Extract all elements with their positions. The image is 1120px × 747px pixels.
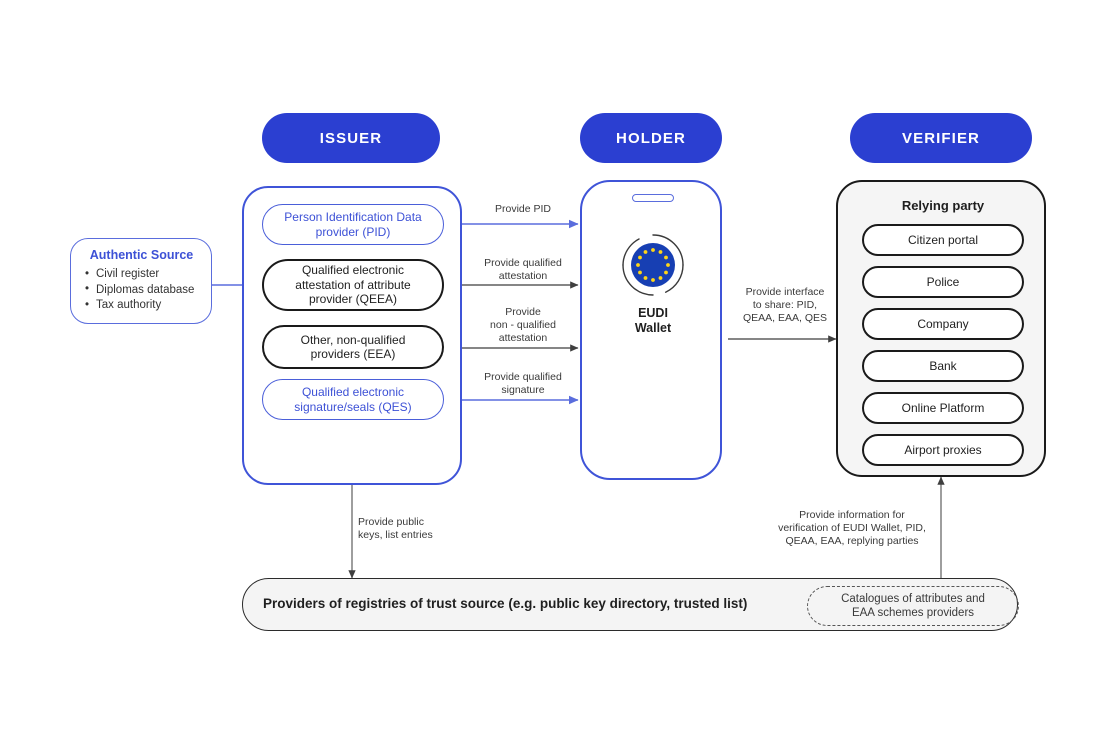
edge-label-line1: Provide qualified [484,257,562,269]
verifier-item-online-platform[interactable]: Online Platform [862,392,1024,424]
issuer-item-pid-line2: provider (PID) [315,224,391,239]
catalogues-line2: EAA schemes providers [851,607,975,619]
issuer-item-qeea-line3: provider (QEEA) [308,292,398,307]
verifier-item-airport-proxies[interactable]: Airport proxies [862,434,1024,466]
header-pill-issuer: ISSUER [262,113,440,163]
authentic-source-list: Civil register Diplomas database Tax aut… [84,267,199,314]
edge-label-provide-qualified-attestation: Provide qualified attestation [466,257,580,283]
verifier-item-police[interactable]: Police [862,266,1024,298]
issuer-item-qeea-line1: Qualified electronic [301,263,405,278]
issuer-item-pid[interactable]: Person Identification Data provider (PID… [262,204,444,245]
trust-registry-bar: Providers of registries of trust source … [242,578,1019,631]
wallet-label-line1: EUDI [638,306,668,320]
verifier-container: Relying party Citizen portal Police Comp… [836,180,1046,477]
issuer-item-qes-line2: signature/seals (QES) [294,399,412,414]
verifier-item-bank[interactable]: Bank [862,350,1024,382]
wallet-label-line2: Wallet [634,321,672,335]
edge-label-line1: Provide qualified [484,371,562,383]
verifier-item-citizen-portal[interactable]: Citizen portal [862,224,1024,256]
trust-registry-label: Providers of registries of trust source … [263,596,748,611]
issuer-item-eea-line2: providers (EEA) [310,347,396,361]
edge-label-provide-non-qualified-attestation: Provide non - qualified attestation [466,306,580,345]
list-item: Tax authority [84,298,199,314]
issuer-item-qes-line1: Qualified electronic [301,385,405,399]
header-pill-verifier: VERIFIER [850,113,1032,163]
relying-party-title: Relying party [901,198,985,213]
issuer-item-eea-line1: Other, non-qualified [300,332,406,347]
catalogues-line1: Catalogues of attributes and [841,592,985,605]
issuer-item-qes[interactable]: Qualified electronic signature/seals (QE… [262,379,444,420]
edge-label-line3: QEAA, EAA, QES [742,312,828,324]
edge-label-line3: attestation [498,332,548,344]
edge-label-line1: Provide public [358,516,424,528]
edge-label-line1: Provide [505,306,541,318]
authentic-source-title: Authentic Source [89,248,194,262]
edge-label-line3: QEAA, EAA, replying parties [785,535,919,547]
edge-label-line2: non - qualified [490,319,556,331]
issuer-item-qeea-line2: attestation of attribute [295,277,411,292]
issuer-item-pid-line1: Person Identification Data [284,210,422,224]
list-item: Diplomas database [84,282,199,299]
edge-label-provide-public-keys: Provide public keys, list entries [358,516,488,542]
authentic-source-box: Authentic Source Civil register Diplomas… [70,238,212,324]
edge-label-line2: signature [501,384,545,396]
wallet-label: EUDI Wallet [582,306,724,336]
edge-label-provide-qualified-signature: Provide qualified signature [466,371,580,397]
edge-label-provide-information: Provide information for verification of … [771,509,933,548]
issuer-item-eea[interactable]: Other, non-qualified providers (EEA) [262,325,444,369]
edge-label-provide-interface: Provide interface to share: PID, QEAA, E… [732,286,838,325]
edge-label-provide-pid: Provide PID [494,203,552,215]
phone-speaker [632,194,674,202]
holder-phone: EUDI Wallet [580,180,722,480]
edge-label-line1: Provide interface [745,286,825,298]
issuer-item-qeea[interactable]: Qualified electronic attestation of attr… [262,259,444,311]
edge-label-line2: keys, list entries [358,529,433,541]
catalogues-box: Catalogues of attributes and EAA schemes… [807,586,1019,626]
verifier-item-company[interactable]: Company [862,308,1024,340]
edge-label-line2: verification of EUDI Wallet, PID, [778,522,926,534]
edge-label-line2: to share: PID, [752,299,818,311]
eu-flag-icon [619,231,687,299]
list-item: Civil register [84,267,199,283]
edge-label-line1: Provide information for [799,509,905,521]
header-pill-holder: HOLDER [580,113,722,163]
edge-label-line2: attestation [498,270,548,282]
